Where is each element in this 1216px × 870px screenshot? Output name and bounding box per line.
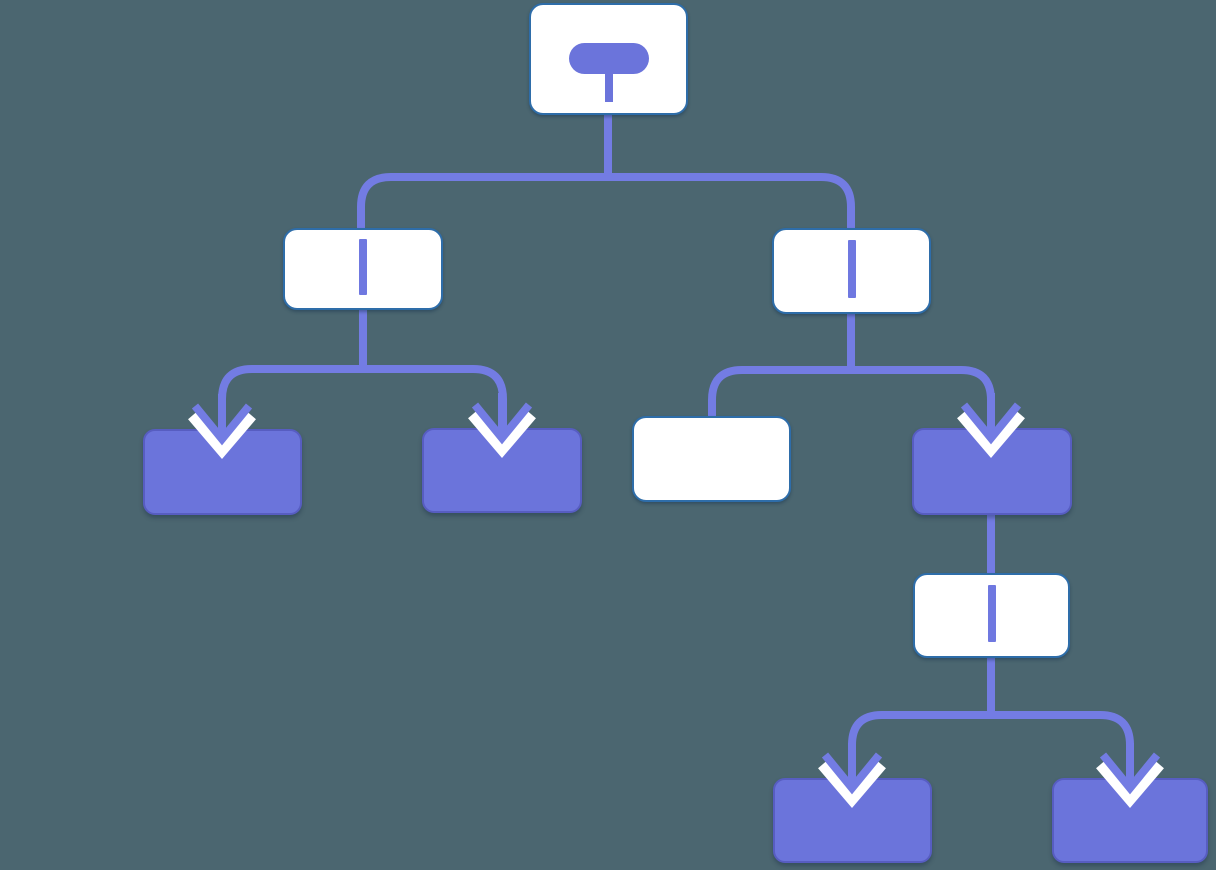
- vertical-bar-icon: [359, 239, 367, 295]
- tree-node-root[interactable]: [529, 3, 688, 115]
- arrow-head: [960, 402, 1022, 445]
- chevron-collar: [188, 410, 256, 460]
- chevron-collar: [957, 409, 1025, 459]
- arrow-head: [1099, 752, 1161, 795]
- chevron-down-icon[interactable]: [957, 393, 1025, 459]
- tree-node-branch-bottom[interactable]: [913, 573, 1070, 658]
- arrow-head: [471, 402, 533, 445]
- chevron-down-icon[interactable]: [1096, 743, 1164, 809]
- tree-node-branch-left[interactable]: [283, 228, 443, 310]
- chevron-collar: [468, 409, 536, 459]
- vertical-bar-icon: [847, 239, 856, 299]
- connector-edge: [708, 366, 995, 432]
- connector-edge: [357, 173, 855, 231]
- root-pill-icon: [568, 42, 649, 74]
- arrow-head: [191, 403, 253, 446]
- connector-edge: [848, 711, 1134, 782]
- tree-node-node-empty[interactable]: [632, 416, 791, 502]
- chevron-down-icon[interactable]: [188, 394, 256, 460]
- arrow-head: [821, 752, 883, 795]
- connector-edge: [218, 365, 507, 432]
- chevron-collar: [818, 759, 886, 809]
- tree-node-branch-right[interactable]: [772, 228, 931, 314]
- chevron-down-icon[interactable]: [468, 393, 536, 459]
- root-stem-icon: [604, 69, 613, 103]
- vertical-bar-icon: [987, 584, 996, 643]
- chevron-down-icon[interactable]: [818, 743, 886, 809]
- chevron-collar: [1096, 759, 1164, 809]
